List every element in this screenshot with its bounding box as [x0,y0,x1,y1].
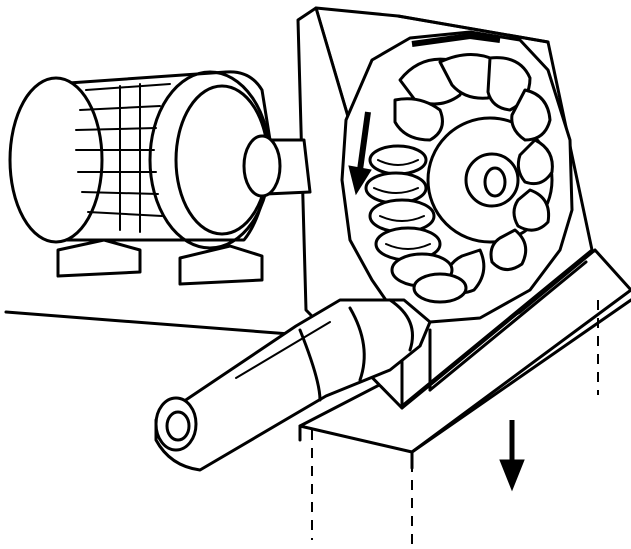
drive-shaft [242,134,312,198]
cooling-fins [75,83,171,233]
inlet-pipe-nozzle [154,298,432,472]
wheel-shaft-hole [483,166,507,198]
jet-buckets-stack [364,144,468,304]
floor-plane [4,310,318,338]
generator-motor [8,70,272,286]
flow-direction-arrow [348,111,372,196]
wheel-buckets [393,53,554,295]
generator-foot-left [56,238,142,278]
foundation-dashed-lines [311,300,599,545]
outflow-arrow [499,420,525,492]
generator-foot-right [178,244,264,286]
pelton-wheel [364,53,554,304]
generator-end-cap [8,76,104,244]
